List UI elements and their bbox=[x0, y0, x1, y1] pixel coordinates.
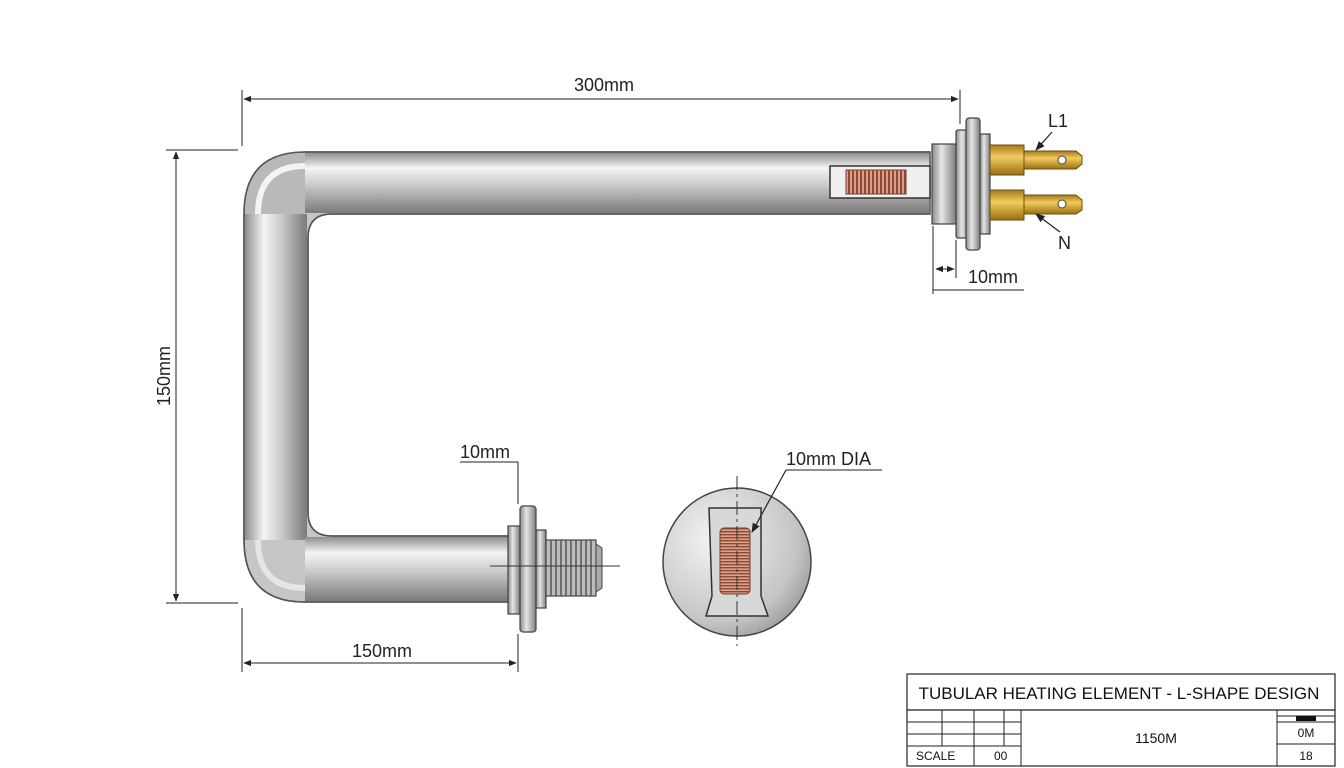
dim-bottom-length bbox=[241, 608, 519, 672]
terminal-n-label: N bbox=[1058, 233, 1071, 253]
cross-section bbox=[662, 476, 812, 646]
terminal-l1-label: L1 bbox=[1048, 111, 1068, 131]
n-leader bbox=[1035, 213, 1061, 233]
dim-flange-bottom bbox=[460, 461, 519, 504]
dim-vertical-height bbox=[166, 149, 238, 604]
title-block-scale-value: 00 bbox=[994, 749, 1008, 763]
bottom-flange bbox=[507, 505, 547, 633]
title-block-drawing-number: 1150M bbox=[1135, 730, 1177, 746]
title-block bbox=[906, 673, 1336, 767]
dim-flange-bottom-label: 10mm bbox=[460, 442, 510, 462]
title-block-title: TUBULAR HEATING ELEMENT - L-SHAPE DESIGN bbox=[919, 684, 1320, 703]
tube-corner-top bbox=[245, 153, 332, 214]
tube bbox=[243, 151, 931, 603]
title-block-right-bottom: 18 bbox=[1299, 749, 1313, 763]
tube-corner-bottom-highlight bbox=[255, 539, 306, 591]
dim-top-length bbox=[241, 90, 961, 146]
tube-body bbox=[243, 151, 931, 603]
tube-corner-top-highlight bbox=[255, 163, 306, 215]
diameter-label: 10mm DIA bbox=[786, 449, 871, 469]
title-block-right-top: 0M bbox=[1298, 726, 1315, 740]
tube-bottom-shade bbox=[305, 537, 509, 601]
dim-bottom-length-label: 150mm bbox=[352, 641, 412, 661]
title-block-scale-label: SCALE bbox=[916, 749, 955, 763]
dia-leader bbox=[751, 469, 787, 533]
dim-top-length-label: 300mm bbox=[574, 75, 634, 95]
dim-flange-top-label: 10mm bbox=[968, 267, 1018, 287]
tube-outline bbox=[243, 151, 930, 603]
terminal-n bbox=[989, 189, 1083, 221]
tube-top-shade bbox=[305, 153, 929, 213]
terminal-l1 bbox=[989, 144, 1083, 176]
right-flange bbox=[931, 117, 991, 251]
l1-leader bbox=[1035, 131, 1053, 151]
dim-vertical-height-label: 150mm bbox=[154, 346, 174, 406]
coil-horizontal bbox=[845, 169, 907, 195]
threaded-end bbox=[545, 539, 603, 597]
dim-flange-top bbox=[932, 226, 1024, 294]
tube-vertical-shade bbox=[245, 214, 307, 540]
coil-cutaway bbox=[829, 165, 931, 199]
